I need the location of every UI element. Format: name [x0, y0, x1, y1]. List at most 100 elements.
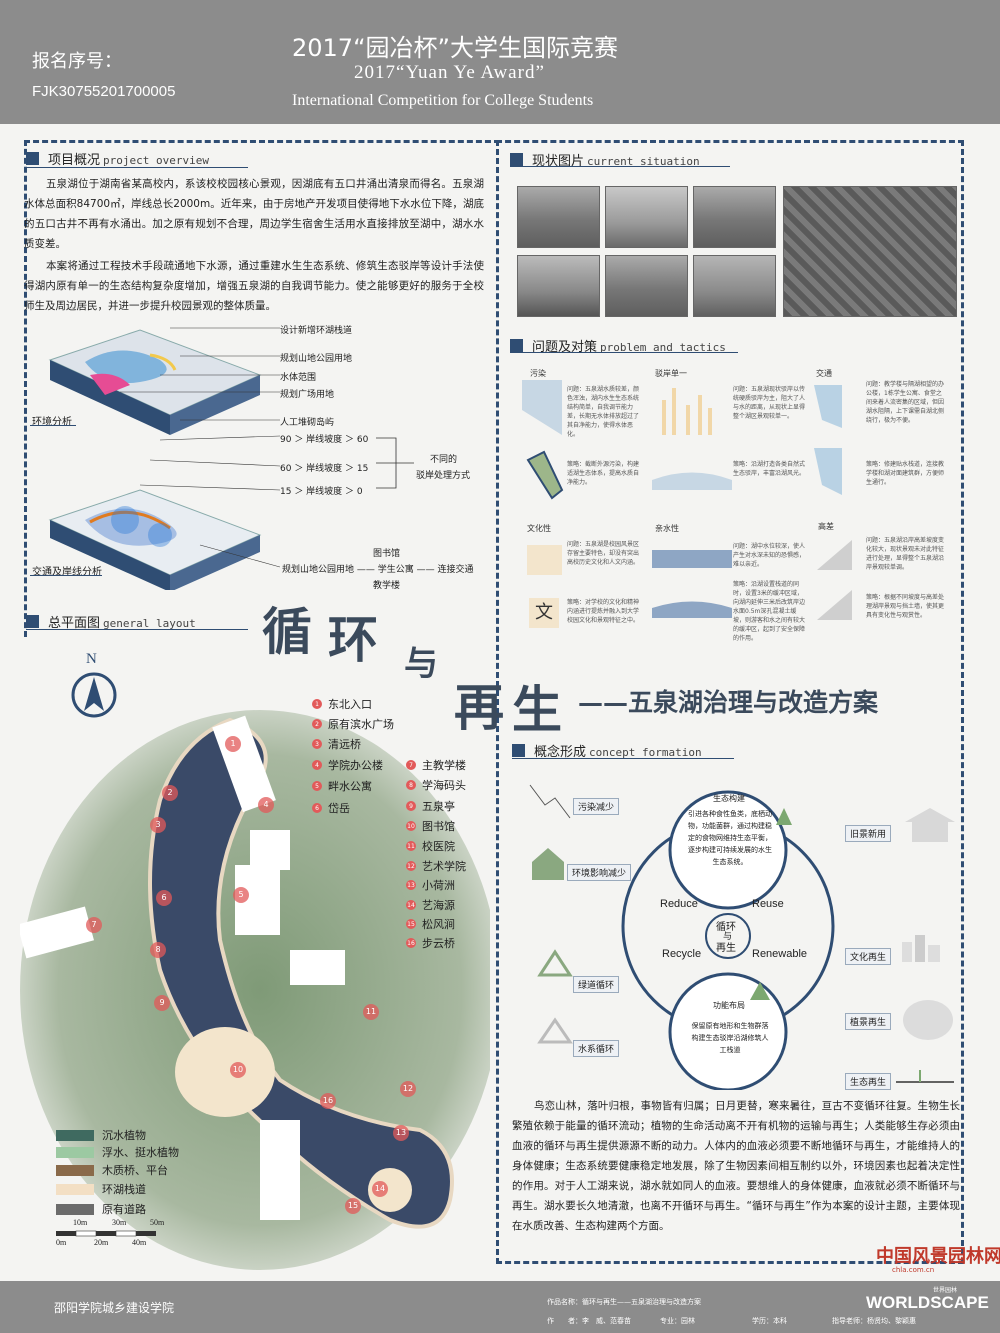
place-name: 五泉亭 [422, 800, 455, 813]
registration-label: 报名序号： [32, 51, 122, 72]
scale-label-40m: 40m [132, 1238, 147, 1247]
env-map-side [50, 360, 170, 435]
place-list-item: 2 原有滨水广场 [312, 716, 394, 732]
label-plaza: 规划广场用地 [280, 390, 335, 400]
place-name: 东北入口 [328, 698, 372, 711]
site-photo [517, 186, 600, 248]
place-name: 图书馆 [422, 820, 455, 833]
culture-wen-icon: 文 [529, 598, 559, 628]
map-marker: 10 [230, 1062, 246, 1078]
map-marker: 2 [162, 785, 178, 801]
map-marker: 12 [400, 1081, 416, 1097]
map-marker: 13 [393, 1125, 409, 1141]
problem-title-elevation: 高差 [818, 522, 834, 531]
place-number-badge: 2 [312, 719, 322, 729]
heading-marker [26, 152, 39, 165]
place-number-badge: 9 [406, 801, 416, 811]
north-arrow-icon [71, 672, 117, 718]
footer-degree: 学历：本科 [752, 1317, 787, 1325]
building [290, 950, 345, 985]
label-teaching-building: 教学楼 [373, 581, 401, 591]
label-different: 不同的 [430, 455, 458, 465]
plant-icon [903, 1000, 953, 1040]
legend-item: 浮水、挺水植物 [56, 1144, 179, 1160]
city-building-icon [915, 935, 925, 962]
legend-label: 木质桥、平台 [102, 1164, 168, 1177]
place-list-item: 1 东北入口 [312, 696, 372, 712]
north-pointer [84, 677, 104, 711]
aerial-photo [783, 186, 957, 317]
concept-greenway-cycle: 绿道循环 [573, 976, 620, 993]
legend-label: 环湖栈道 [102, 1183, 146, 1196]
place-number-badge: 14 [406, 900, 416, 910]
culture-icon [527, 545, 562, 575]
concept-culture-regen: 文化再生 [845, 948, 892, 965]
hydrophilic-fix-icon [652, 601, 732, 618]
legend-label: 沉水植物 [102, 1129, 146, 1142]
traffic-map-side2 [170, 535, 260, 590]
center-circle [705, 913, 751, 959]
tree-icon [750, 982, 770, 1000]
decline-chart-icon [529, 784, 571, 819]
concept-plant-regen: 植景再生 [845, 1013, 892, 1030]
shore-bar-icon [686, 405, 690, 435]
elevation-problem-text: 问题：五泉湖沿岸高差坡度变化较大，现状景观未对此特征进行处理，显得整个五泉湖沿岸… [866, 537, 945, 571]
footer-major: 专业：园林 [660, 1317, 695, 1325]
overview-title-cn: 项目概况 [48, 153, 101, 168]
problems-title-en: problem and tactics [600, 341, 726, 354]
place-number-badge: 1 [312, 699, 322, 709]
traffic-problem-text: 问题：教学楼与隔湖相望的办公楼，1栋学生公寓、食堂之间来着人流密集的区域，但因湖… [866, 381, 945, 424]
label-water-extent: 水体范围 [280, 373, 317, 383]
analysis-diagram [48, 327, 280, 590]
island [368, 1168, 412, 1212]
shore-bar-icon [662, 400, 666, 435]
scale-label-30m: 30m [112, 1218, 127, 1227]
label-slope-2: 60 ＞ 岸线坡度 ＞ 15 [280, 464, 369, 474]
status-title-en: current situation [587, 155, 700, 168]
place-name: 原有滨水广场 [328, 718, 394, 731]
problem-title-shoreline: 驳岸单一 [655, 369, 687, 378]
scale-segment [75, 1230, 97, 1237]
slope-bracket [376, 437, 414, 489]
map-marker: 14 [372, 1181, 388, 1197]
concept-diagram [529, 784, 955, 1090]
place-name: 校医院 [422, 840, 455, 853]
traffic-node [111, 506, 139, 534]
scale-label-0m: 0m [56, 1238, 67, 1247]
eco-construction-text: 引进各种食性鱼类，底栖动物，功能菌群，通过构建稳定的食物网维持生态平衡，逐步构建… [688, 810, 772, 866]
scale-segment [136, 1231, 156, 1236]
elevation-fix-icon [817, 590, 852, 620]
place-number-badge: 12 [406, 861, 416, 871]
legend-label: 原有道路 [102, 1203, 146, 1216]
problem-title-hydrophilic: 亲水性 [655, 524, 679, 533]
problem-title-pollution: 污染 [530, 369, 546, 378]
site-photo [693, 255, 776, 317]
city-building-icon [902, 942, 912, 962]
place-name: 步云桥 [422, 937, 455, 950]
footer-advisor: 指导老师：杨贤均、黎颖惠 [832, 1317, 916, 1325]
main-title-char-4: 再 [454, 678, 504, 737]
leader-line [139, 484, 280, 491]
center-text-regen: 再生 [716, 943, 736, 954]
heading-marker [510, 153, 523, 166]
cycle-renewable: Renewable [752, 948, 808, 960]
status-title-cn: 现状图片 [532, 154, 585, 169]
culture-strategy-text: 策略：对学校的文化和精神内涵进行提炼并融入到大学校园文化和景观特征之中。 [567, 599, 640, 624]
competition-title-cn: 2017“园冶杯”大学生国际竞赛 [292, 34, 618, 62]
cycle-reduce: Reduce [660, 898, 698, 910]
chla-logo-url: chla.com.cn [892, 1266, 935, 1274]
main-title-char-3: 与 [404, 644, 438, 684]
pollution-problem-text: 问题：五泉湖水质较差，颜色浑浊，湖内水生生态系统结构简单，自我调节能力差，长期无… [567, 386, 640, 438]
env-analysis-label: 环境分析 [32, 417, 72, 428]
map-marker: 6 [156, 890, 172, 906]
concept-paragraph: 鸟恋山林，落叶归根，事物皆有归属；日月更替，寒来暑往，亘古不变循环往复。生物生长… [512, 1100, 960, 1232]
main-title-char-5: 生 [512, 680, 562, 739]
general-heading: 总平面图 general layout [26, 612, 196, 631]
pollution-fix-icon [526, 450, 564, 500]
map-marker: 8 [150, 942, 166, 958]
traffic-shoreline [89, 510, 171, 530]
